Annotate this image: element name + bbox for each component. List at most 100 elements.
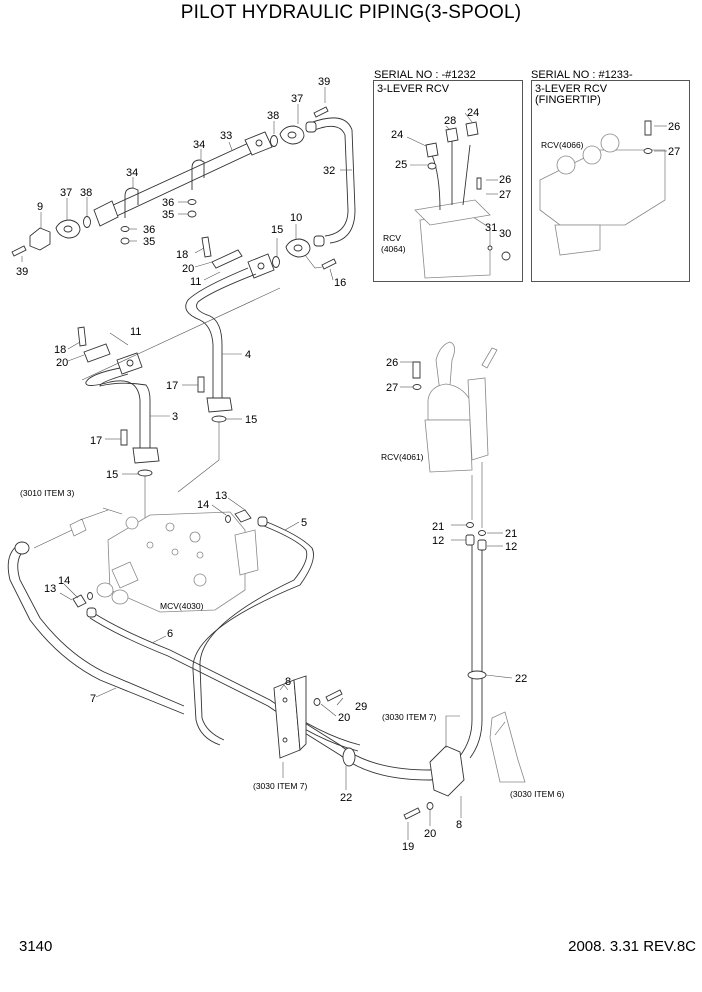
bolt-29 <box>325 689 343 702</box>
flange-block-left <box>93 200 119 227</box>
inset-1-callout-31: 31 <box>485 222 497 234</box>
bolt-18-upper <box>201 236 212 258</box>
adapter-12-right <box>477 539 487 551</box>
callout-13: 13 <box>44 583 56 595</box>
washer-36-left <box>120 226 130 232</box>
page-title: PILOT HYDRAULIC PIPING(3-SPOOL) <box>180 2 522 23</box>
callout-37: 37 <box>60 187 72 199</box>
inset-2-rcv-label: RCV(4066) <box>541 140 584 150</box>
o-ring-14-lower <box>87 592 93 600</box>
washer-21-right <box>478 530 486 536</box>
callout-16: 16 <box>334 277 346 289</box>
flange-block-right <box>244 131 273 156</box>
washer-20-left <box>313 698 321 706</box>
callout-39: 39 <box>16 266 28 278</box>
clamp-8-right <box>429 745 465 797</box>
flange-tube-3-lower <box>132 447 160 464</box>
callout-14: 14 <box>58 575 70 587</box>
bolt-16 <box>321 258 337 270</box>
elbow-13-lower <box>72 594 87 608</box>
inset-1-box: 3-LEVER RCV <box>373 80 523 282</box>
callout-5: 5 <box>301 517 307 529</box>
washer-20-right <box>426 802 434 810</box>
tube-33 <box>97 139 259 223</box>
o-ring-38-left <box>83 216 91 228</box>
callout-37: 37 <box>291 93 303 105</box>
page-number: 3140 <box>19 938 53 955</box>
callout-10: 10 <box>290 212 302 224</box>
ref-3010-item3: (3010 ITEM 3) <box>20 488 74 498</box>
callout-17: 17 <box>166 380 178 392</box>
callout-29: 29 <box>355 701 367 713</box>
callout-38: 38 <box>80 187 92 199</box>
callout-4: 4 <box>245 349 251 361</box>
adapter-12-left <box>465 534 475 546</box>
callout-15: 15 <box>245 414 257 426</box>
bolt-17-upper <box>197 376 205 393</box>
nut-35-left <box>120 237 130 245</box>
callout-32: 32 <box>323 165 335 177</box>
callout-15: 15 <box>106 469 118 481</box>
callout-18: 18 <box>54 344 66 356</box>
tube-4 <box>185 267 257 400</box>
callout-8: 8 <box>456 819 462 831</box>
o-ring-15-upper <box>272 256 280 268</box>
bolt-19 <box>403 807 421 820</box>
callout-11: 11 <box>130 326 141 338</box>
inset-1-serial: SERIAL NO : -#1232 <box>374 69 476 81</box>
rcv-4061-label: RCV(4061) <box>381 452 424 462</box>
o-ring-15-middle <box>211 415 227 423</box>
bolt-17-lower <box>120 429 128 446</box>
revision-date: 2008. 3.31 REV.8C <box>568 938 696 955</box>
inset-1-rcv-label-line1: RCV <box>383 233 401 243</box>
inset-1-callout-25: 25 <box>395 159 407 171</box>
bolt-18-lower <box>77 326 87 347</box>
inset-1-callout-24: 24 <box>467 107 479 119</box>
callout-38: 38 <box>267 110 279 122</box>
washer-36-right <box>187 199 197 205</box>
callout-9: 9 <box>37 201 43 213</box>
inset-1-callout-30: 30 <box>499 228 511 240</box>
callout-36: 36 <box>162 197 174 209</box>
bolt-26-main <box>412 361 421 379</box>
washer-27-main <box>412 384 422 390</box>
cover-9 <box>29 227 51 251</box>
callout-19: 19 <box>402 841 414 853</box>
callout-11: 11 <box>190 276 201 288</box>
hose-clamp-22-lower <box>342 747 356 767</box>
bracket-3030-item6 <box>489 711 526 783</box>
hose-5 <box>192 516 314 746</box>
hose-clamp-22-upper <box>467 670 487 680</box>
callout-27: 27 <box>386 382 398 394</box>
ref-3030-item6: (3030 ITEM 6) <box>510 789 564 799</box>
o-ring-15-lower <box>137 469 153 477</box>
bolt-39-right <box>313 106 329 118</box>
callout-34: 34 <box>193 139 205 151</box>
callout-8: 8 <box>285 676 291 688</box>
inset-2-serial: SERIAL NO : #1233- <box>531 69 633 81</box>
rcv-4061-joystick <box>424 341 498 473</box>
callout-12: 12 <box>505 541 517 553</box>
inset-2-heading-line2: (FINGERTIP) <box>535 94 601 106</box>
callout-21: 21 <box>432 521 444 533</box>
inset-1-callout-28: 28 <box>444 115 456 127</box>
callout-17: 17 <box>90 435 102 447</box>
washer-21-left <box>466 522 474 528</box>
callout-21: 21 <box>505 528 517 540</box>
inset-1-callout-24: 24 <box>391 129 403 141</box>
callout-20: 20 <box>56 357 68 369</box>
callout-35: 35 <box>143 236 155 248</box>
inset-1-rcv-label-line2: (4064) <box>381 244 406 254</box>
hose-bundle-lower <box>299 540 483 781</box>
mcv-label: MCV(4030) <box>160 601 204 611</box>
hose-7 <box>7 541 185 715</box>
inset-2-heading-line1: 3-LEVER RCV <box>535 83 608 95</box>
callout-20: 20 <box>182 263 194 275</box>
callout-34: 34 <box>126 167 138 179</box>
callout-6: 6 <box>167 628 173 640</box>
callout-13: 13 <box>215 490 227 502</box>
hose-6 <box>86 607 361 752</box>
callout-35: 35 <box>162 209 174 221</box>
flange-tube-4-lower <box>206 397 233 413</box>
